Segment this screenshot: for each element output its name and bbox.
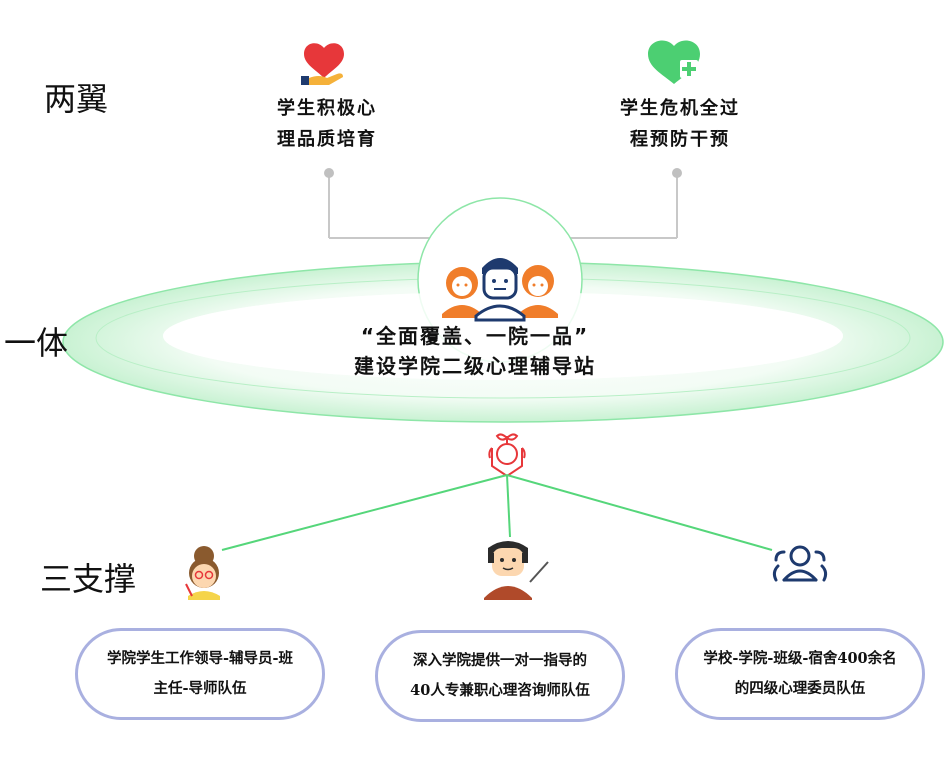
people-group-icon xyxy=(442,258,558,322)
label-supports: 三支撑 xyxy=(40,560,137,598)
support-2-line-2: 40人专兼职心理咨询师队伍 xyxy=(410,682,590,699)
wing-right-line-2: 程预防干预 xyxy=(630,129,730,150)
hands-sprout-icon xyxy=(488,433,526,477)
wing-right-line-1: 学生危机全过 xyxy=(620,98,740,119)
support-3-line-2: 的四级心理委员队伍 xyxy=(734,680,866,697)
wing-connector xyxy=(328,174,678,239)
label-body: 一体 xyxy=(4,324,69,362)
wing-right-text: 学生危机全过 程预防干预 xyxy=(580,93,780,155)
label-wings: 两翼 xyxy=(44,80,109,118)
support-1-line-2: 主任-导师队伍 xyxy=(153,680,247,697)
hub-line-2: 建设学院二级心理辅导站 xyxy=(354,354,596,378)
support-pill-3: 学校-学院-班级-宿舍400余名 的四级心理委员队伍 xyxy=(675,628,925,720)
support-1-line-1: 学院学生工作领导-辅导员-班 xyxy=(106,650,294,667)
heart-plus-icon xyxy=(648,40,700,84)
connector-dot-left xyxy=(324,168,334,178)
support-2-line-1: 深入学院提供一对一指导的 xyxy=(413,652,587,669)
support-connector xyxy=(221,474,773,551)
hub-line-1: “全面覆盖、一院一品” xyxy=(360,324,590,348)
support-pill-1: 学院学生工作领导-辅导员-班 主任-导师队伍 xyxy=(75,628,325,720)
teacher-woman-icon xyxy=(185,546,220,600)
teacher-man-icon xyxy=(484,541,549,600)
heart-hand-icon xyxy=(301,43,344,85)
connector-dot-right xyxy=(672,168,682,178)
wing-left-text: 学生积极心 理品质培育 xyxy=(227,93,427,155)
wing-left-line-1: 学生积极心 xyxy=(277,98,377,119)
wing-left-line-2: 理品质培育 xyxy=(277,129,377,150)
user-group-icon xyxy=(772,545,828,582)
support-pill-2: 深入学院提供一对一指导的 40人专兼职心理咨询师队伍 xyxy=(375,630,625,722)
support-3-line-1: 学校-学院-班级-宿舍400余名 xyxy=(703,650,897,667)
